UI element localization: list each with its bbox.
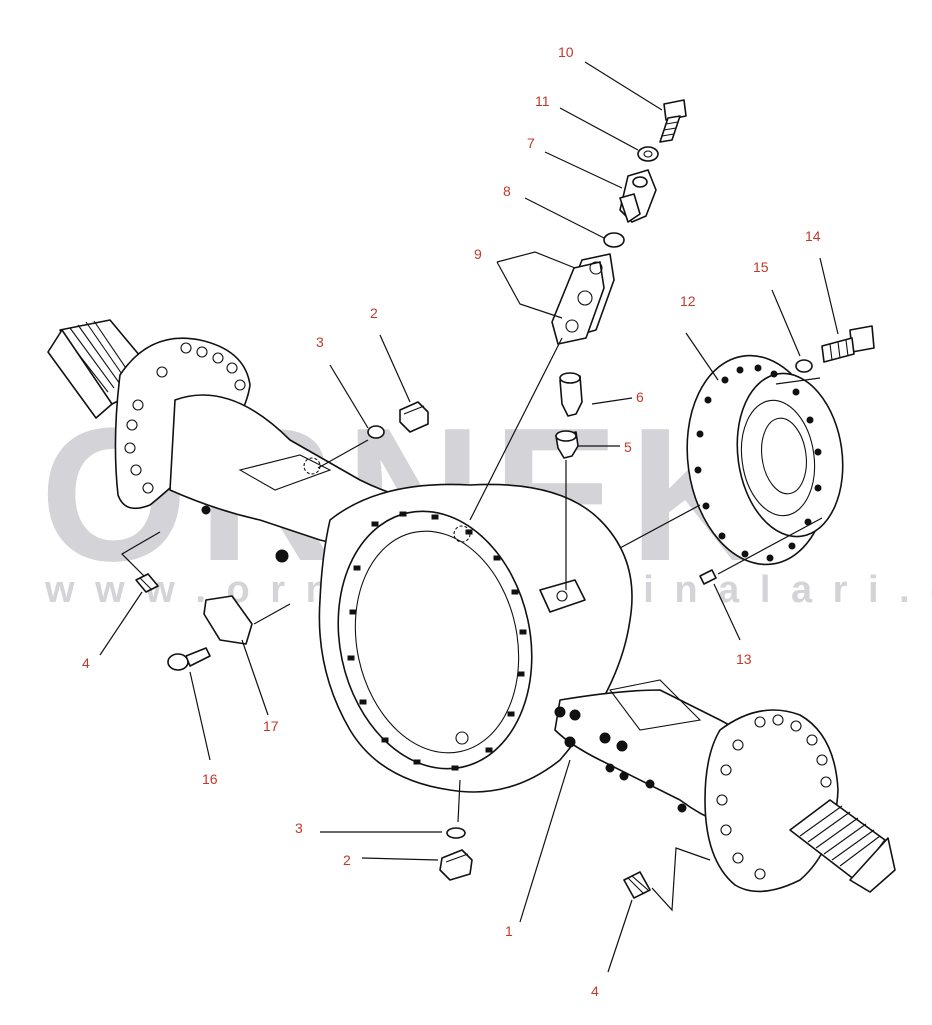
breather-pad — [539, 579, 586, 613]
bottom-drain-port — [455, 731, 469, 745]
left-flange-bolt-holes — [124, 342, 246, 494]
top-fill-port — [453, 525, 471, 543]
dowel-pin-13 — [699, 569, 717, 585]
callout-8: 8 — [503, 183, 511, 199]
callout-2-top: 2 — [370, 305, 378, 321]
callout-3-bottom: 3 — [295, 820, 303, 836]
callout-13: 13 — [736, 651, 752, 667]
callout-2-bottom: 2 — [343, 852, 351, 868]
drain-plug-top — [399, 401, 429, 433]
washer-15 — [795, 359, 813, 373]
callout-1: 1 — [505, 923, 513, 939]
callout-6: 6 — [636, 389, 644, 405]
o-ring-8 — [603, 232, 625, 248]
seal-ring-top — [367, 425, 385, 439]
washer-11 — [637, 146, 659, 162]
screw-16 — [167, 647, 211, 671]
callout-4-left: 4 — [82, 655, 90, 671]
callout-9: 9 — [474, 246, 482, 262]
callout-15: 15 — [753, 259, 769, 275]
plate-17 — [203, 595, 253, 645]
drain-plug-bottom — [439, 849, 473, 881]
callout-labels: 10 11 7 8 9 2 3 14 15 12 6 5 13 4 17 16 … — [82, 44, 821, 999]
breather-6 — [559, 372, 583, 417]
right-flange-bolt-holes — [716, 714, 832, 880]
banjo-ring-bolt-marks — [347, 511, 527, 771]
seal-ring-bottom — [446, 827, 466, 839]
callout-5: 5 — [624, 439, 632, 455]
callout-17: 17 — [263, 718, 279, 734]
gasket-plates-9 — [551, 253, 615, 345]
right-flange — [704, 709, 839, 893]
bolt-14 — [821, 325, 875, 363]
bolt-10 — [659, 99, 687, 143]
banjo-ring-opening — [337, 510, 533, 770]
callout-3-top: 3 — [316, 334, 324, 350]
housing-bosses — [201, 505, 687, 813]
callout-4-right: 4 — [591, 983, 599, 999]
axle-housing — [47, 319, 896, 893]
flange-adapter-7 — [619, 169, 657, 223]
callout-16: 16 — [202, 771, 218, 787]
callout-7: 7 — [527, 135, 535, 151]
callout-11: 11 — [535, 93, 550, 109]
fitting-5 — [555, 430, 579, 459]
callout-14: 14 — [805, 228, 821, 244]
leader-lines — [99, 61, 839, 973]
callout-12: 12 — [680, 293, 696, 309]
grease-fitting-right — [623, 871, 651, 899]
right-spline-shaft — [789, 799, 896, 893]
left-drain-port — [303, 457, 321, 475]
hub-flange-12 — [686, 354, 844, 566]
callout-10: 10 — [558, 44, 574, 60]
